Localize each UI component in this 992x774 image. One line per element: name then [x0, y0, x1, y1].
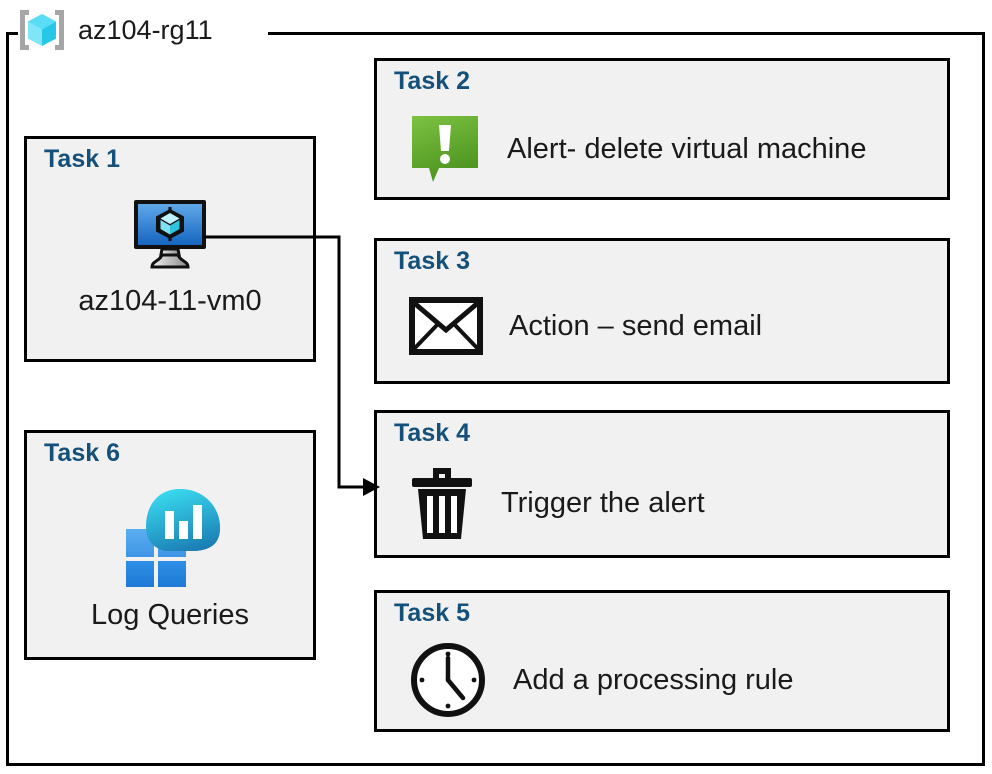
virtual-machine-icon: [126, 197, 214, 273]
task-card-1-label: az104-11-vm0: [78, 285, 262, 317]
alert-bubble-icon: [409, 113, 481, 185]
envelope-icon: [409, 297, 483, 355]
task-card-6-label: Log Queries: [91, 599, 249, 631]
task-card-3-label: Action – send email: [509, 309, 763, 342]
task-card-3-title: Task 3: [394, 247, 470, 275]
resource-group-name: az104-rg11: [78, 14, 213, 45]
azure-resource-group-icon: [16, 7, 68, 53]
clock-icon: [409, 641, 487, 719]
task-card-4-title: Task 4: [394, 419, 470, 447]
task-card-2-title: Task 2: [394, 67, 470, 95]
task-card-2-row: Alert- delete virtual machine: [409, 113, 866, 185]
task-card-6[interactable]: Task 6: [24, 430, 316, 660]
task-card-3-row: Action – send email: [409, 297, 762, 355]
resource-group-header: az104-rg11: [16, 6, 213, 54]
trash-can-icon: [409, 465, 475, 541]
task-card-2[interactable]: Task 2 Alert- delete virtual machine: [374, 58, 950, 200]
task-card-5-title: Task 5: [394, 599, 470, 627]
resource-group-boundary-top-right: [268, 32, 985, 35]
task-card-2-label: Alert- delete virtual machine: [507, 132, 867, 165]
task-card-1[interactable]: Task 1: [24, 136, 316, 362]
task-card-5-label: Add a processing rule: [513, 663, 794, 696]
task-card-4[interactable]: Task 4 Trigger the alert: [374, 410, 950, 558]
resource-group-boundary-top-left: [6, 32, 18, 35]
task-card-1-title: Task 1: [44, 145, 120, 173]
task-card-4-label: Trigger the alert: [501, 486, 705, 519]
task-card-1-icon-wrap: [27, 197, 313, 273]
task-card-5-row: Add a processing rule: [409, 641, 794, 719]
task-card-4-row: Trigger the alert: [409, 465, 705, 541]
task-card-6-icon-wrap: [27, 487, 313, 587]
task-card-3[interactable]: Task 3 Action – send email: [374, 238, 950, 384]
task-card-5[interactable]: Task 5 Add a processing rule: [374, 590, 950, 732]
resource-group-boundary: [6, 32, 985, 766]
task-card-6-title: Task 6: [44, 439, 120, 467]
log-analytics-icon: [118, 487, 222, 587]
